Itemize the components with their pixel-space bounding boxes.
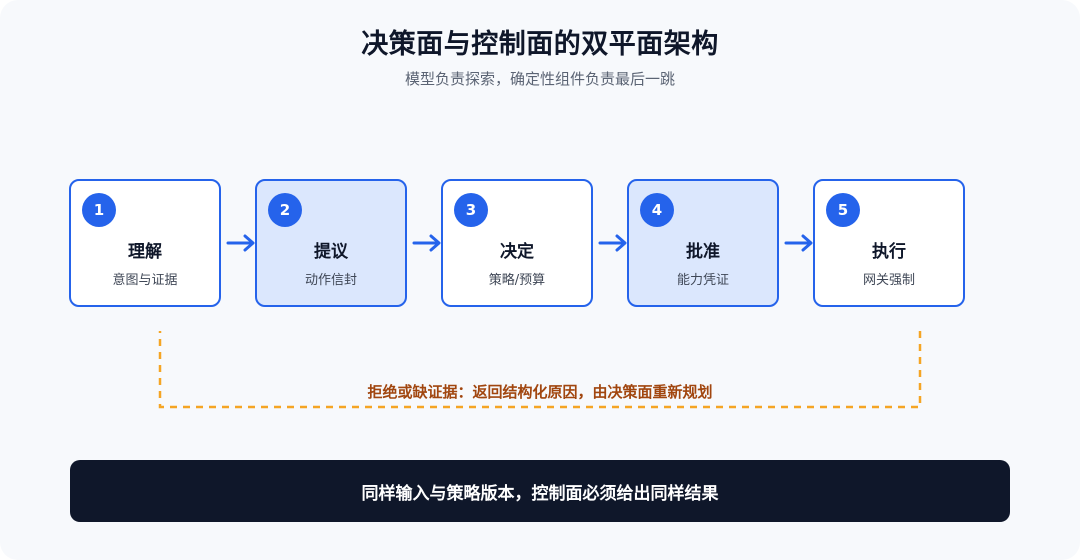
step-number-badge: 2 bbox=[268, 193, 302, 227]
step-subtitle: 策略/预算 bbox=[488, 273, 546, 288]
step-title: 批准 bbox=[686, 242, 720, 262]
arrow-right-icon bbox=[784, 234, 813, 252]
arrow-right-icon bbox=[226, 234, 255, 252]
arrow-right-icon bbox=[412, 234, 441, 252]
step-subtitle: 能力凭证 bbox=[676, 273, 729, 288]
feedback-loop-label: 拒绝或缺证据：返回结构化原因，由决策面重新规划 bbox=[367, 383, 713, 401]
step-propose: 2 提议 动作信封 bbox=[255, 179, 407, 307]
step-approve: 4 批准 能力凭证 bbox=[627, 179, 779, 307]
step-number-badge: 5 bbox=[826, 193, 860, 227]
step-number-badge: 1 bbox=[82, 193, 116, 227]
step-execute: 5 执行 网关强制 bbox=[813, 179, 965, 307]
step-title: 决定 bbox=[500, 242, 534, 262]
step-subtitle: 意图与证据 bbox=[112, 273, 178, 288]
step-subtitle: 网关强制 bbox=[862, 273, 915, 288]
step-decide: 3 决定 策略/预算 bbox=[441, 179, 593, 307]
step-title: 理解 bbox=[128, 242, 162, 262]
step-number-badge: 4 bbox=[640, 193, 674, 227]
step-understand: 1 理解 意图与证据 bbox=[69, 179, 221, 307]
diagram-title: 决策面与控制面的双平面架构 bbox=[361, 29, 719, 60]
diagram-subtitle: 模型负责探索，确定性组件负责最后一跳 bbox=[404, 70, 675, 88]
arrow-right-icon bbox=[598, 234, 627, 252]
step-subtitle: 动作信封 bbox=[304, 273, 357, 288]
step-title: 提议 bbox=[314, 242, 348, 262]
footer-banner: 同样输入与策略版本，控制面必须给出同样结果 bbox=[70, 460, 1010, 522]
step-number-badge: 3 bbox=[454, 193, 488, 227]
step-title: 执行 bbox=[872, 242, 906, 262]
footer-text: 同样输入与策略版本，控制面必须给出同样结果 bbox=[361, 483, 719, 504]
feedback-loop-line bbox=[158, 331, 922, 409]
